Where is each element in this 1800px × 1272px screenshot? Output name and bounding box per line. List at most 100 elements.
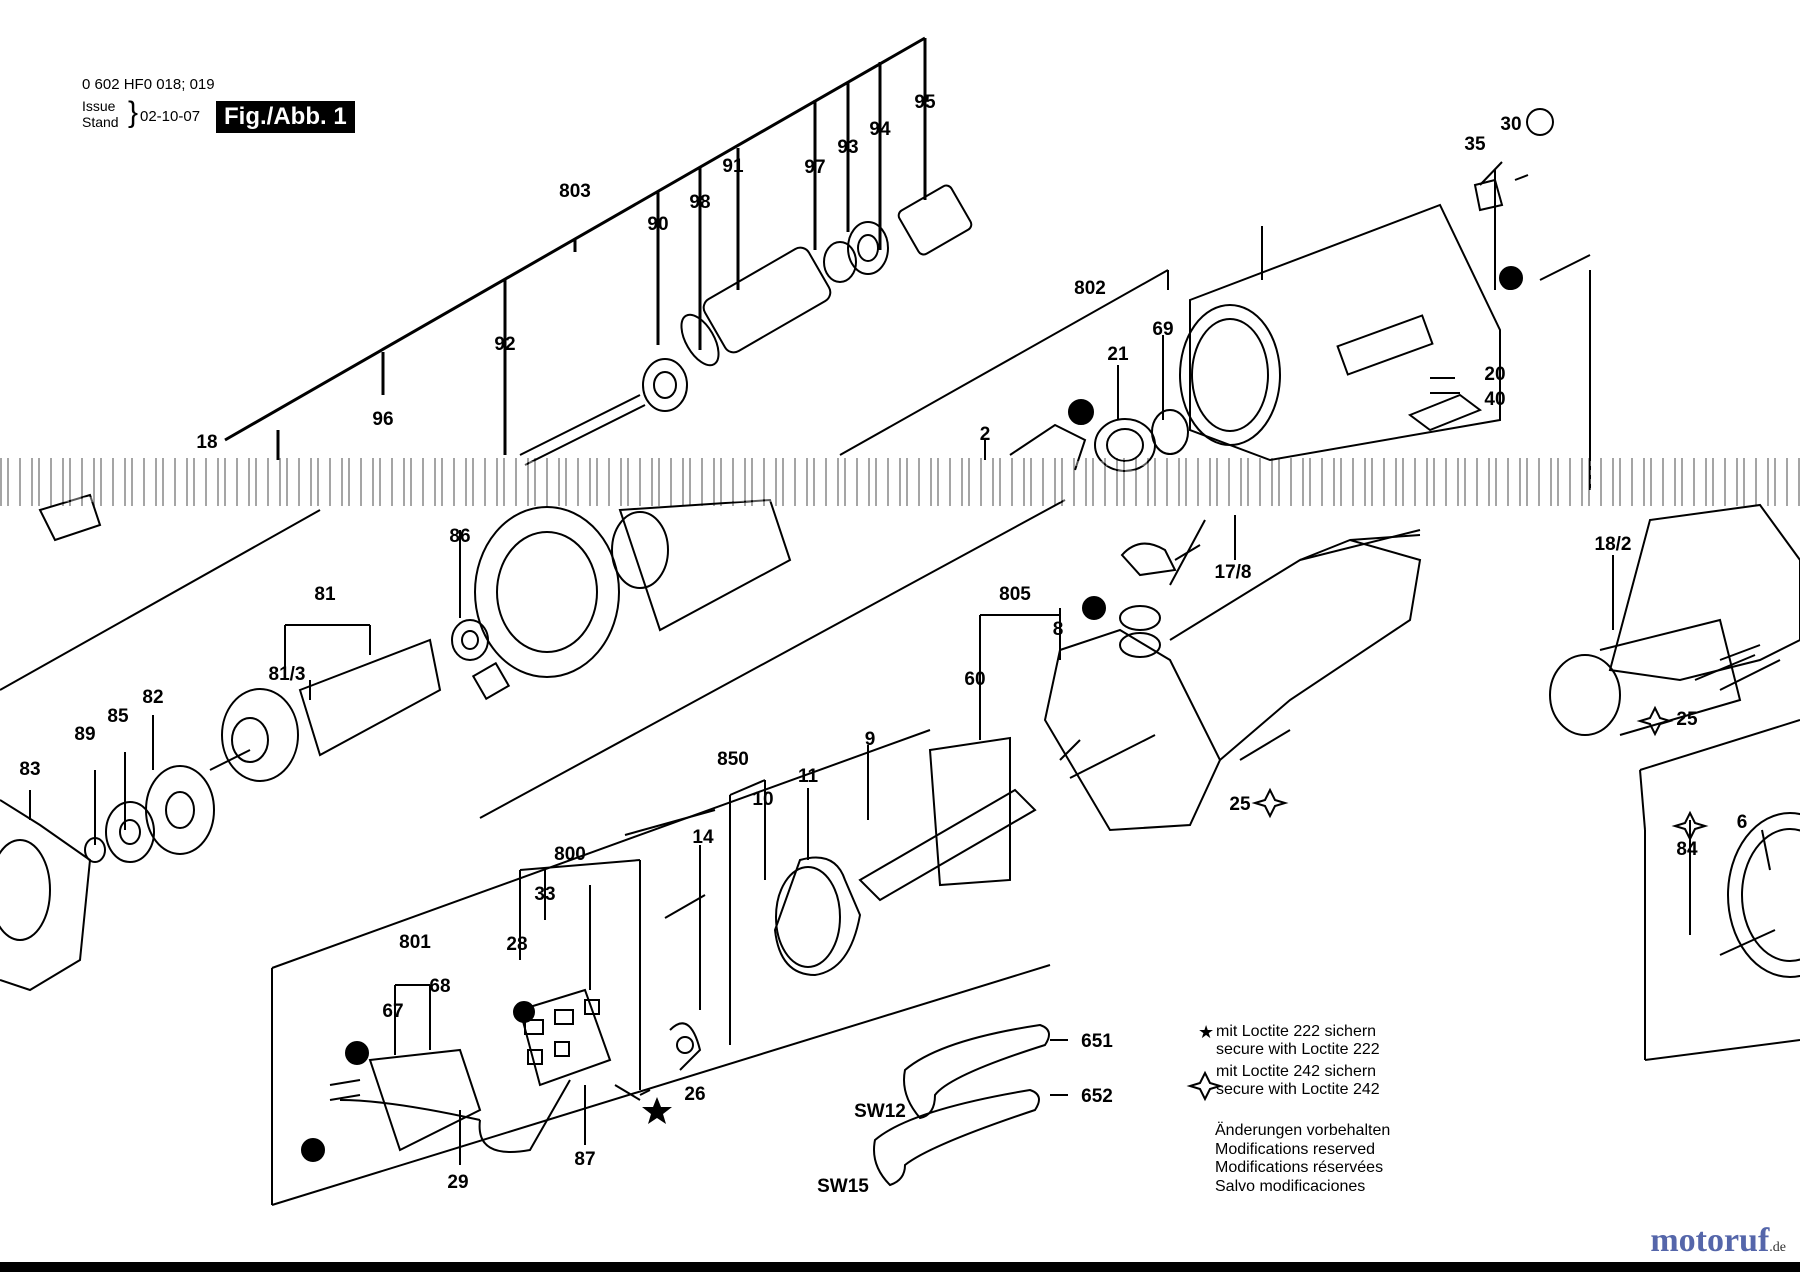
wrench-651 [903, 1023, 1050, 1120]
part-label-26: 26 [684, 1084, 705, 1105]
bracket-803 [224, 36, 927, 460]
marker-x-2 [513, 1001, 535, 1023]
figure-label: Fig./Abb. 1 [216, 101, 355, 133]
watermark-tld: .de [1769, 1240, 1786, 1255]
part-label-30: 30 [1500, 114, 1521, 135]
handle-assembly [858, 529, 1422, 902]
part-label-85: 85 [107, 706, 129, 727]
part-label-805: 805 [999, 584, 1031, 605]
part-label-67: 67 [382, 1001, 403, 1022]
part-label-82: 82 [142, 687, 163, 708]
part-label-2: 2 [980, 424, 991, 445]
part-label-69: 69 [1152, 319, 1173, 340]
legend-loctite-242: mit Loctite 242 sichern secure with Loct… [1198, 1063, 1380, 1099]
part-label-93: 93 [837, 137, 858, 158]
sparkle-marker-25-left [1636, 705, 1674, 737]
part-label-18: 18 [196, 432, 217, 453]
sparkle-icon [1198, 1063, 1216, 1081]
part-label-850: 850 [717, 749, 749, 770]
part-label-17-8: 17/8 [1215, 562, 1252, 583]
note-es: Salvo modificaciones [1215, 1177, 1366, 1195]
stand-label: Stand [82, 114, 119, 130]
loctite-legend: ★ mit Loctite 222 sichern secure with Lo… [1198, 1023, 1380, 1103]
marker-o-1 [345, 1041, 369, 1065]
part-label-97: 97 [804, 157, 825, 178]
part-label-40: 40 [1484, 389, 1505, 410]
part-label-25: 25 [1676, 709, 1698, 730]
part-label-98: 98 [689, 192, 710, 213]
part-label-800: 800 [554, 844, 586, 865]
issue-label: Issue [82, 98, 116, 114]
sparkle-marker-84 [1671, 810, 1709, 842]
sparkle-marker-legend [1186, 1070, 1224, 1102]
part-label-81-3: 81/3 [269, 664, 306, 685]
part-label-84: 84 [1676, 839, 1698, 860]
marker-s-2 [301, 1138, 325, 1162]
legend-242-de: mit Loctite 242 sichern [1216, 1063, 1377, 1080]
issue-date: 02-10-07 [140, 108, 201, 125]
part-label-18-2: 18/2 [1595, 534, 1632, 555]
part-label-92: 92 [494, 334, 515, 355]
legend-loctite-222: ★ mit Loctite 222 sichern secure with Lo… [1198, 1023, 1380, 1059]
part-label-83: 83 [19, 759, 40, 780]
part-label-91: 91 [722, 156, 744, 177]
modification-notes: Änderungen vorbehalten Modifications res… [1215, 1122, 1390, 1196]
part-label-SW12: SW12 [854, 1101, 906, 1122]
marker-s-1 [1068, 399, 1094, 425]
scan-noise-band [0, 458, 1800, 506]
part-label-81: 81 [314, 584, 336, 605]
part-label-96: 96 [372, 409, 393, 430]
marker-x-1 [1082, 596, 1106, 620]
part-label-8: 8 [1053, 619, 1064, 640]
part-label-20: 20 [1484, 364, 1505, 385]
part-label-802: 802 [1074, 278, 1106, 299]
sparkle-marker-25-right [1251, 787, 1289, 819]
spindle-assembly [519, 184, 973, 466]
part-label-11: 11 [798, 766, 819, 787]
motor-housing [839, 108, 1591, 490]
legend-222-de: mit Loctite 222 sichern [1216, 1023, 1377, 1040]
part-label-95: 95 [914, 92, 936, 113]
part-label-14: 14 [692, 827, 714, 848]
part-label-60: 60 [964, 669, 985, 690]
part-label-25: 25 [1229, 794, 1251, 815]
star-marker [642, 1097, 672, 1124]
part-label-9: 9 [865, 729, 876, 750]
marker-o-2 [1499, 266, 1523, 290]
collet-nut-assembly [1549, 503, 1800, 1061]
part-label-28: 28 [506, 934, 527, 955]
leader-lines [29, 161, 1781, 1165]
watermark-logo[interactable]: motoruf.de [1650, 1222, 1786, 1260]
part-label-68: 68 [429, 976, 450, 997]
star-icon: ★ [1198, 1022, 1215, 1042]
armature-assembly [0, 493, 1066, 992]
part-label-6: 6 [1737, 812, 1748, 833]
part-label-803: 803 [559, 181, 591, 202]
part-label-652: 652 [1081, 1086, 1113, 1107]
part-label-87: 87 [574, 1149, 595, 1170]
wrench-652 [873, 1088, 1040, 1187]
part-label-33: 33 [534, 884, 555, 905]
part-label-801: 801 [399, 932, 431, 953]
issue-stand-labels: Issue Stand [82, 98, 119, 130]
part-label-29: 29 [447, 1172, 468, 1193]
switch-and-cable-assembly [271, 729, 1051, 1206]
brace: } [128, 96, 139, 129]
part-label-SW15: SW15 [817, 1176, 869, 1197]
note-fr: Modifications réservées [1215, 1159, 1384, 1176]
part-label-10: 10 [752, 789, 773, 810]
note-en: Modifications reserved [1215, 1140, 1376, 1158]
part-label-90: 90 [647, 214, 668, 235]
note-de: Änderungen vorbehalten [1215, 1122, 1391, 1139]
bottom-border [0, 1262, 1800, 1272]
part-label-86: 86 [449, 526, 470, 547]
part-label-21: 21 [1107, 344, 1129, 365]
watermark-name: motoruf [1650, 1222, 1770, 1259]
part-label-94: 94 [869, 119, 891, 140]
model-number: 0 602 HF0 018; 019 [82, 76, 215, 93]
part-label-89: 89 [74, 724, 95, 745]
legend-242-en: secure with Loctite 242 [1216, 1081, 1380, 1098]
part-label-651: 651 [1081, 1031, 1113, 1052]
